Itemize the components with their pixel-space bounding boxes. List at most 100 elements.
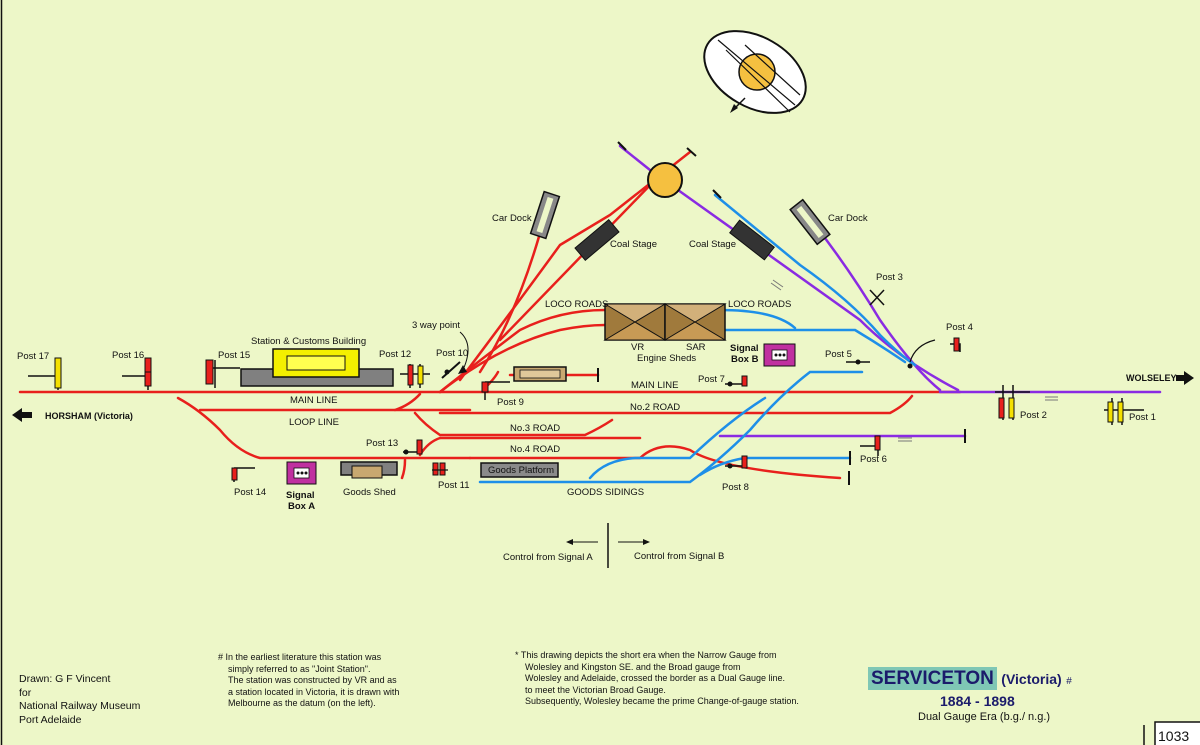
loop-crossover: [393, 392, 422, 412]
car-dock-left-label: Car Dock: [492, 213, 532, 224]
era-note: * This drawing depicts the short era whe…: [515, 650, 799, 708]
car-dock-right-road: [813, 223, 942, 392]
post10-label: Post 10: [436, 348, 468, 359]
wolseley-label: WOLSELEY: [1126, 373, 1177, 383]
turntable-approach: [498, 178, 657, 342]
post7-label: Post 7: [698, 374, 725, 385]
loco-road-lower: [438, 323, 607, 394]
goods-sidings-label: GOODS SIDINGS: [567, 487, 644, 498]
signal-posts: [28, 289, 1144, 482]
signal-box-a-label-2: Box A: [288, 501, 315, 512]
no2-road-label: No.2 ROAD: [630, 402, 680, 413]
post14-signal: [231, 467, 255, 482]
post9-label: Post 9: [497, 397, 524, 408]
era-note-line: * This drawing depicts the short era whe…: [515, 650, 777, 660]
post15-label: Post 15: [218, 350, 250, 361]
post17-signal: [28, 357, 62, 390]
goods-platform-label: Goods Platform: [488, 465, 554, 476]
buffer-stops: [597, 141, 966, 485]
wolseley-arrow: [1176, 371, 1194, 385]
engine-sheds-shape: [603, 303, 727, 341]
post2-label: Post 2: [1020, 410, 1047, 421]
diagram-labels: Post 17 Post 16 Post 15 Post 14 Post 13 …: [17, 213, 1189, 744]
post12-label: Post 12: [379, 349, 411, 360]
broad-gauge-tracks: [18, 150, 962, 480]
post2-signal: [995, 385, 1030, 420]
post6-label: Post 6: [860, 454, 887, 465]
main-line-left-label: MAIN LINE: [290, 395, 338, 406]
horsham-arrow: [12, 408, 32, 422]
title-name: SERVICETON: [868, 667, 997, 690]
goods-shed-shape: [340, 461, 398, 479]
post8-label: Post 8: [722, 482, 749, 493]
post4-label: Post 4: [946, 322, 973, 333]
post7-signal: [725, 375, 748, 387]
title-hash: #: [1066, 676, 1072, 687]
signal-box-a-shape: [286, 461, 317, 485]
loco-road-right-lower: [718, 328, 907, 364]
no2-road-track: [438, 394, 914, 415]
title-era: Dual Gauge Era (b.g./ n.g.): [918, 711, 1051, 723]
post8-signal: [725, 455, 748, 469]
signal-box-b-label-1: Signal: [730, 343, 759, 354]
post13-signal: [403, 439, 423, 455]
signal-box-a-label-1: Signal: [286, 490, 315, 501]
station-note-line: The station was constructed by VR and as: [228, 675, 397, 685]
post15-signal: [205, 359, 240, 388]
coal-stage-left-label: Coal Stage: [610, 239, 657, 250]
horsham-label: HORSHAM (Victoria): [45, 411, 133, 421]
title-block: SERVICETON (Victoria) # 1884 - 1898 Dual…: [868, 667, 1128, 723]
page-number: 1033: [1158, 728, 1189, 744]
post16-signal: [122, 357, 152, 390]
station-note-line: Melbourne as the datum (on the left).: [228, 698, 376, 708]
goods-shed-label: Goods Shed: [343, 487, 396, 498]
car-dock-left-shape: [529, 190, 561, 240]
goods-siding-upper: [588, 396, 767, 480]
control-divider: [566, 523, 650, 568]
car-dock-right-label: Car Dock: [828, 213, 868, 224]
loop-line-label: LOOP LINE: [289, 417, 339, 428]
gauge-marks: [770, 279, 1058, 442]
post5-signal: [846, 359, 870, 365]
no3-road-label: No.3 ROAD: [510, 423, 560, 434]
page-number-box: [1154, 721, 1200, 745]
coal-stage-right-shape: [729, 219, 775, 261]
post1-signal: [1104, 398, 1144, 425]
loop-line-track: [176, 396, 472, 460]
car-dock-right-shape: [789, 198, 831, 246]
no4-road-link: [418, 436, 442, 457]
era-note-line: Wolesley and Adelaide, crossed the borde…: [525, 673, 785, 683]
post9-signal: [481, 381, 510, 400]
turntable: [647, 162, 683, 198]
vr-label: VR: [631, 342, 644, 353]
post11-signal: [432, 462, 448, 476]
title-years: 1884 - 1898: [940, 693, 1015, 709]
credit-for: for: [19, 686, 32, 699]
goods-platform-shape: [480, 462, 559, 478]
credit-drawn: Drawn: G F Vincent: [19, 673, 111, 685]
no3-road-link: [413, 411, 614, 437]
station-building-shape: [240, 348, 394, 387]
post10-signal: [441, 361, 461, 379]
post4-signal: [907, 337, 961, 369]
coal-stage-right-label: Coal Stage: [689, 239, 736, 250]
post6-signal: [860, 435, 881, 456]
post13-label: Post 13: [366, 438, 398, 449]
engine-sheds-label: Engine Sheds: [637, 353, 696, 364]
post1-label: Post 1: [1129, 412, 1156, 423]
car-dock-road: [478, 213, 547, 374]
title-state: (Victoria): [1001, 671, 1062, 687]
post5-label: Post 5: [825, 349, 852, 360]
era-note-line: to meet the Victorian Broad Gauge.: [525, 684, 666, 695]
coal-stage-left-shape: [574, 219, 620, 261]
station-note-line: simply referred to as "Joint Station".: [228, 663, 371, 674]
loco-roads-right-label: LOCO ROADS: [728, 299, 791, 310]
credit-museum: National Railway Museum: [19, 700, 141, 712]
coal-stage-right-road: [713, 193, 917, 367]
credit-place: Port Adelaide: [19, 713, 82, 726]
post9-platform: [513, 366, 567, 382]
coal-stage-road: [458, 150, 692, 382]
station-note-line: # In the earliest literature this statio…: [218, 652, 382, 662]
loco-road-right-upper: [718, 308, 797, 330]
